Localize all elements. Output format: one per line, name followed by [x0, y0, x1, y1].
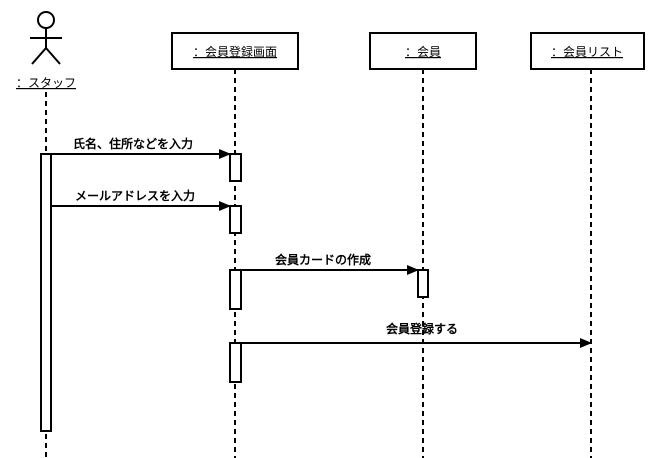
activation-bar-staff — [40, 153, 52, 432]
message-label: 会員カードの作成 — [275, 252, 371, 267]
participant-label: ：会員リスト — [551, 45, 623, 59]
participant-label: ：会員登録画面 — [193, 44, 277, 59]
message-register-member: 会員登録する — [241, 321, 592, 348]
activation-bar-screen-1 — [229, 153, 242, 182]
activation-bar-member — [417, 269, 429, 298]
actor-staff-icon — [30, 11, 62, 65]
participant-member-list: ：会員リスト — [530, 32, 645, 70]
activation-bar-screen-3 — [229, 269, 242, 310]
message-enter-email: メールアドレスを入力 — [51, 188, 231, 211]
message-label: メールアドレスを入力 — [75, 188, 195, 203]
message-enter-name-address: 氏名、住所などを入力 — [51, 136, 231, 159]
message-label: 会員登録する — [386, 321, 458, 336]
actor-staff-label: ：スタッフ — [16, 76, 76, 90]
activation-bar-screen-4 — [229, 342, 242, 383]
participant-member-registration-screen: ：会員登録画面 — [171, 32, 299, 70]
message-label: 氏名、住所などを入力 — [73, 136, 193, 151]
participant-label: ：会員 — [405, 45, 441, 59]
activation-bar-screen-2 — [229, 205, 242, 234]
message-create-member-card: 会員カードの作成 — [241, 252, 419, 275]
participant-member: ：会員 — [369, 32, 477, 70]
